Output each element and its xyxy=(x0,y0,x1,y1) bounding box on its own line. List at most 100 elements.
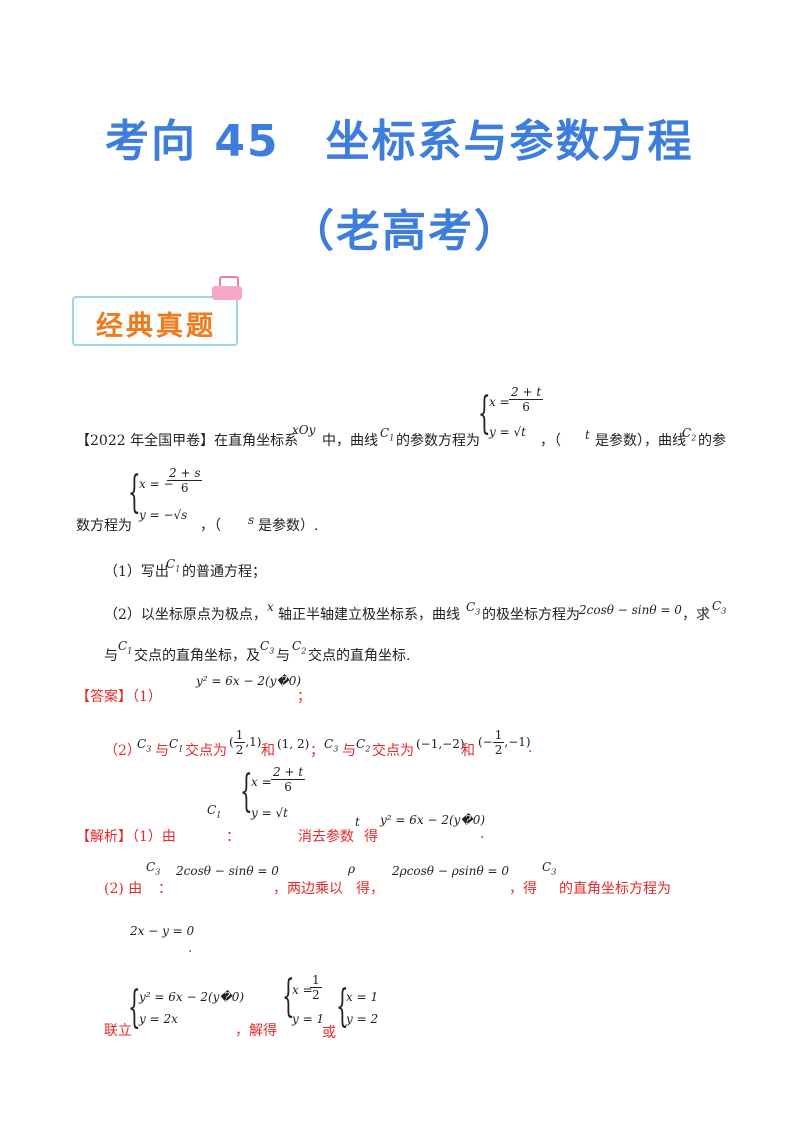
section-badge: 经典真题 xyxy=(72,276,242,346)
math-c3: C3 xyxy=(542,860,557,877)
text: 和 xyxy=(261,743,275,759)
math-x-eq: x = xyxy=(489,395,510,409)
text: 数方程为 xyxy=(76,518,132,534)
math-x: x xyxy=(267,600,274,614)
answer-label: 【答案】（1） xyxy=(76,689,162,705)
math-c1: C1 xyxy=(118,639,133,656)
math-polar-eq: 2cosθ − sinθ = 0 xyxy=(176,864,279,878)
math-y-eq: y = √t xyxy=(489,425,526,439)
analysis-label: 【解析】（1）由 xyxy=(76,829,176,845)
text: 或 xyxy=(322,1025,336,1041)
math-y-eq: y = √t xyxy=(251,806,288,820)
math-sys-y2: y² = 6x − 2(y�0) xyxy=(139,990,245,1004)
math-c2: C2 xyxy=(356,737,371,754)
brace-icon: { xyxy=(336,981,349,1032)
math-c3: C3 xyxy=(146,860,161,877)
text: 是参数），曲线 xyxy=(595,433,686,449)
math-answer-1: y² = 6x − 2(y�0) xyxy=(196,674,302,688)
brace-icon: { xyxy=(240,766,253,817)
math-x-eq-neg: x = − xyxy=(139,477,174,491)
text: ，两边乘以 xyxy=(273,881,343,897)
text: . xyxy=(188,940,193,956)
clip-base-icon xyxy=(212,286,242,300)
text: 的极坐标方程为 xyxy=(482,607,580,623)
math-polar-eq-2: 2ρcosθ − ρsinθ = 0 xyxy=(392,864,510,878)
math-sol-y1: y = 1 xyxy=(292,1012,325,1026)
math-t: t xyxy=(585,428,590,442)
math-sol-x-half: x = xyxy=(292,983,313,997)
text: ： xyxy=(226,829,240,845)
math-c3: C3 xyxy=(466,600,481,617)
text: ，得 xyxy=(509,881,537,897)
math-sol-y2: y = 2 xyxy=(346,1012,379,1026)
math-c1: C1 xyxy=(169,737,184,754)
text: 得 xyxy=(364,829,378,845)
problem-line-1: 【2022 年全国甲卷】在直角坐标系 xyxy=(76,430,298,450)
math-c3: C3 xyxy=(260,639,275,656)
text: 与 xyxy=(342,743,356,759)
math-c1: C1 xyxy=(166,557,181,574)
math-c1: C1 xyxy=(207,803,222,820)
math-point-b: (1, 2) xyxy=(277,737,310,751)
text: ； xyxy=(297,689,311,705)
answer-2: （2） xyxy=(104,743,141,759)
math-analysis-1: y² = 6x − 2(y�0) xyxy=(380,813,486,827)
math-c3: C3 xyxy=(712,599,727,616)
text: ： xyxy=(158,881,172,897)
badge-frame xyxy=(72,296,238,346)
brace-icon: { xyxy=(282,971,295,1022)
text: 是参数）. xyxy=(258,518,319,534)
math-xoy: xOy xyxy=(292,423,316,437)
math-polar-eq: 2cosθ − sinθ = 0 xyxy=(579,603,682,617)
analysis-2: (2) 由 xyxy=(104,881,143,897)
text: 的直角坐标方程为 xyxy=(559,881,671,897)
text: 在直角坐标系 xyxy=(214,433,299,449)
math-line-eq: 2x − y = 0 xyxy=(130,924,195,938)
math-point-c: (−1,−2) xyxy=(416,737,465,751)
text: ，求 xyxy=(682,607,710,623)
math-sol-x1: x = 1 xyxy=(346,990,379,1004)
text: 和 xyxy=(461,743,475,759)
math-x-eq: x = xyxy=(251,775,272,789)
text: . xyxy=(528,740,533,756)
text: ，解得 xyxy=(235,1023,277,1039)
text: 的参 xyxy=(698,433,726,449)
text: 联立 xyxy=(104,1023,132,1039)
text: 与 xyxy=(104,648,118,664)
text: ； xyxy=(310,743,324,759)
text: 与 xyxy=(155,743,169,759)
text: 得， xyxy=(356,881,384,897)
text: ，（ xyxy=(200,518,221,534)
text: . xyxy=(480,826,485,842)
question-1: （1）写出 xyxy=(104,564,169,580)
math-sys-y: y = 2x xyxy=(139,1012,178,1026)
clip-icon xyxy=(219,276,239,292)
page-title: 考向 45 坐标系与参数方程 xyxy=(105,116,694,167)
math-y-eq-s: y = −√s xyxy=(139,508,188,522)
math-c2: C2 xyxy=(292,639,307,656)
brace-icon: { xyxy=(128,982,141,1033)
math-t: t xyxy=(355,815,360,829)
math-c3: C3 xyxy=(137,737,152,754)
text: 中，曲线 xyxy=(322,433,378,449)
text: 的参数方程为 xyxy=(396,433,480,449)
math-s: s xyxy=(248,513,255,527)
brace-icon: { xyxy=(128,467,141,518)
question-2: （2）以坐标原点为极点， xyxy=(104,607,267,623)
text: 的普通方程； xyxy=(182,564,266,580)
math-rho: ρ xyxy=(348,862,356,876)
text: 与 xyxy=(276,648,290,664)
text: 交点为 xyxy=(185,743,227,759)
text: ，（ xyxy=(540,433,561,449)
problem-source: 【2022 年全国甲卷】 xyxy=(76,433,215,449)
math-c1: C1 xyxy=(380,426,395,443)
text: 消去参数 xyxy=(298,829,354,845)
math-c2: C2 xyxy=(682,426,697,443)
badge-label: 经典真题 xyxy=(96,311,216,342)
